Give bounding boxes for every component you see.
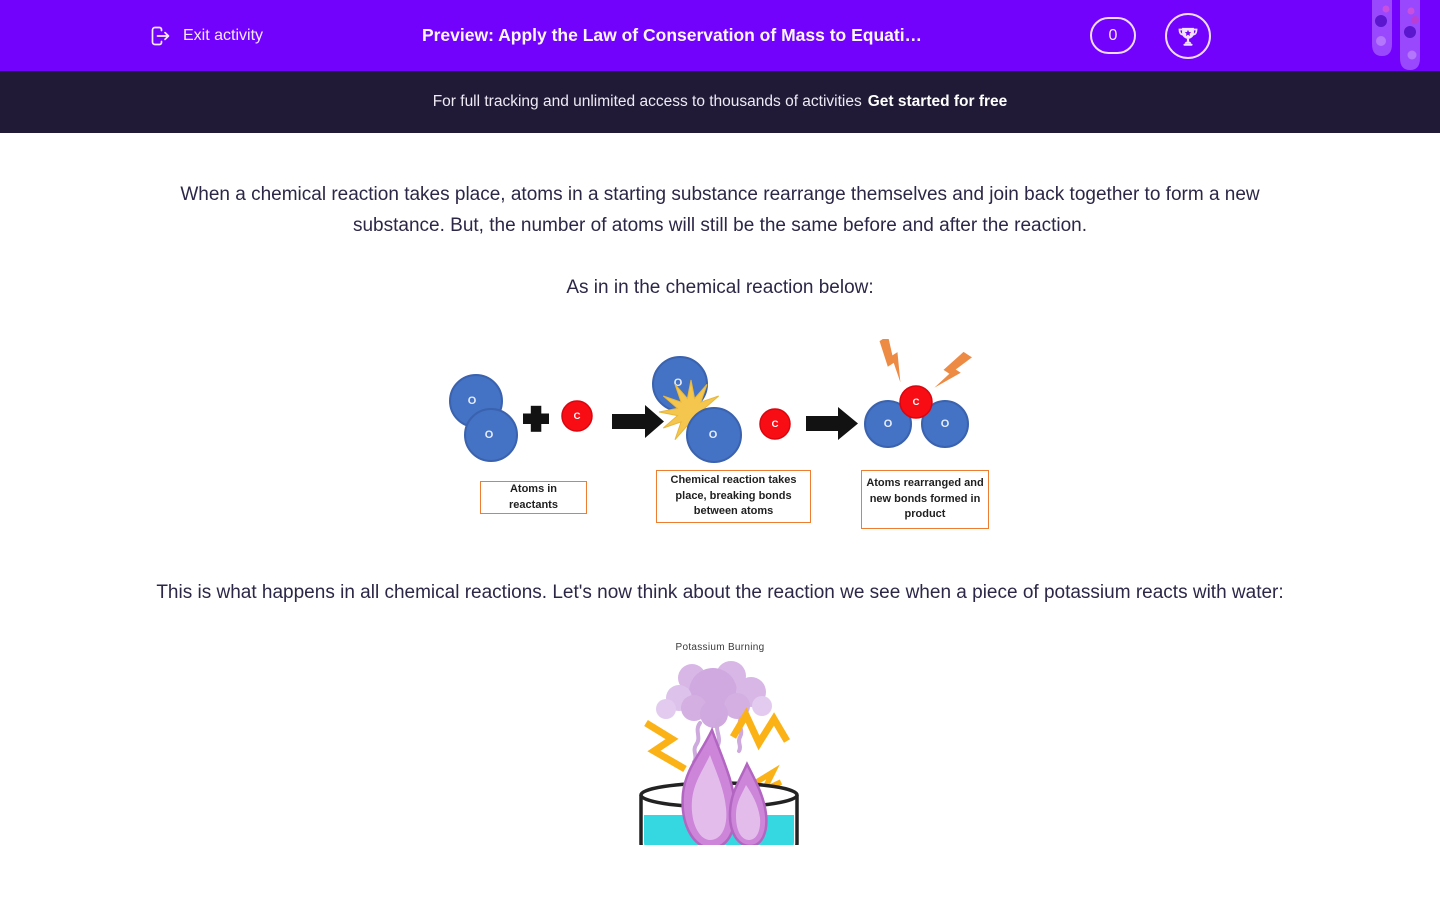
breaking-bonds-group: O O C [652, 356, 791, 463]
svg-text:C: C [772, 419, 779, 430]
top-bar: Exit activity Preview: Apply the Law of … [0, 0, 1440, 71]
arrow-icon [806, 407, 858, 440]
svg-text:O: O [468, 395, 477, 407]
flame [681, 726, 768, 845]
reaction-diagram-graphic: O O C O O C [449, 339, 972, 463]
smoke-cloud [656, 661, 772, 770]
svg-text:O: O [485, 429, 494, 441]
lightning-bolt-icon [879, 339, 901, 383]
svg-text:C: C [574, 411, 581, 422]
exit-icon [151, 26, 170, 45]
promo-banner: For full tracking and unlimited access t… [0, 71, 1440, 133]
product-molecule-group: O O C [864, 339, 972, 448]
diagram-label-product: Atoms rearranged and new bonds formed in… [861, 470, 989, 529]
figure-caption: Potassium Burning [675, 642, 765, 653]
promo-text: For full tracking and unlimited access t… [432, 93, 862, 110]
test-tubes-decoration [1372, 0, 1420, 70]
page-title: Preview: Apply the Law of Conservation o… [421, 25, 923, 45]
svg-text:O: O [674, 377, 683, 389]
reaction-diagram: O O C O O C [440, 339, 1000, 535]
svg-text:C: C [913, 397, 920, 408]
get-started-link[interactable]: Get started for free [867, 93, 1008, 110]
arrow-icon [612, 405, 664, 438]
svg-text:O: O [941, 418, 950, 430]
lightning-bolt-icon [934, 351, 972, 388]
score-value: 0 [1108, 26, 1118, 44]
trophy-icon [1178, 27, 1198, 46]
score-pill: 0 [1090, 17, 1136, 54]
activity-content: When a chemical reaction takes place, at… [0, 179, 1440, 845]
intro-paragraph: When a chemical reaction takes place, at… [180, 184, 1260, 236]
plus-sign [523, 405, 549, 432]
potassium-burning-figure: Potassium Burning [630, 642, 810, 845]
oxygen-molecule-reactants: O O [449, 374, 518, 462]
diagram-label-reactants: Atoms in reactants [480, 481, 587, 514]
trophy-button[interactable] [1165, 13, 1211, 59]
reaction-intro-line: As in in the chemical reaction below: [566, 277, 874, 298]
diagram-label-breaking-bonds: Chemical reaction takes place, breaking … [656, 470, 811, 523]
exit-activity-button[interactable]: Exit activity [148, 0, 263, 71]
potassium-paragraph: This is what happens in all chemical rea… [156, 582, 1284, 603]
exit-activity-label: Exit activity [183, 26, 264, 44]
carbon-atom-reactant: C [561, 400, 593, 432]
potassium-burning-illustration [639, 661, 799, 845]
svg-text:O: O [884, 418, 893, 430]
svg-text:O: O [709, 429, 718, 441]
